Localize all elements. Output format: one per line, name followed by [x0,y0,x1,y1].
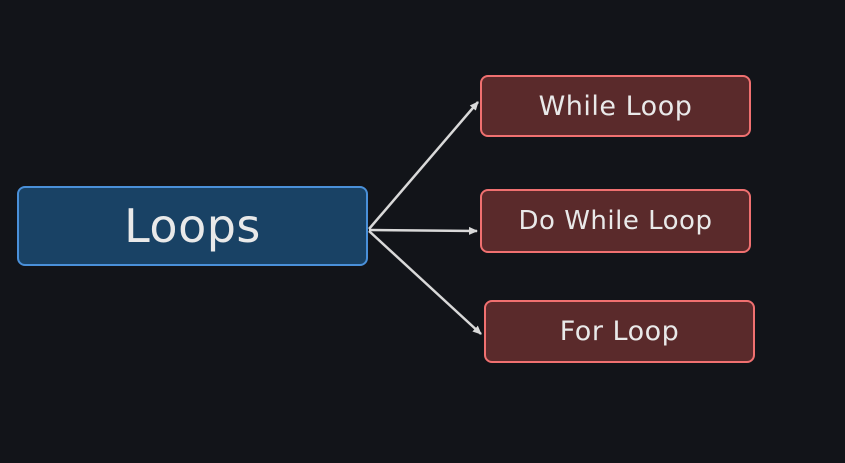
child-node-for-loop[interactable]: For Loop [484,300,755,363]
child-node-do-while-loop[interactable]: Do While Loop [480,189,751,253]
arrow-to-do-while-loop [368,226,478,235]
child-node-label: For Loop [559,316,680,347]
root-node-label: Loops [124,199,261,253]
root-node-loops[interactable]: Loops [17,186,368,266]
arrow-to-for-loop [368,230,482,335]
arrow-to-while-loop [368,101,479,230]
child-node-label: Do While Loop [518,206,713,236]
child-node-while-loop[interactable]: While Loop [480,75,751,137]
child-node-label: While Loop [538,90,693,122]
